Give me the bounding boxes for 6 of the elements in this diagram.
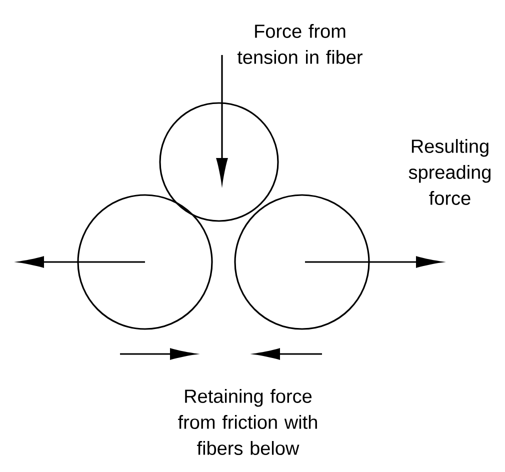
- force-label: Retaining force from friction with fibers below: [178, 389, 317, 455]
- fiber-circle: [159, 102, 279, 222]
- fiber-circle: [77, 194, 213, 330]
- force-label: Resulting spreading force: [408, 139, 490, 205]
- force-label: Force from tension in fiber: [237, 24, 362, 64]
- fiber-circle: [234, 194, 370, 330]
